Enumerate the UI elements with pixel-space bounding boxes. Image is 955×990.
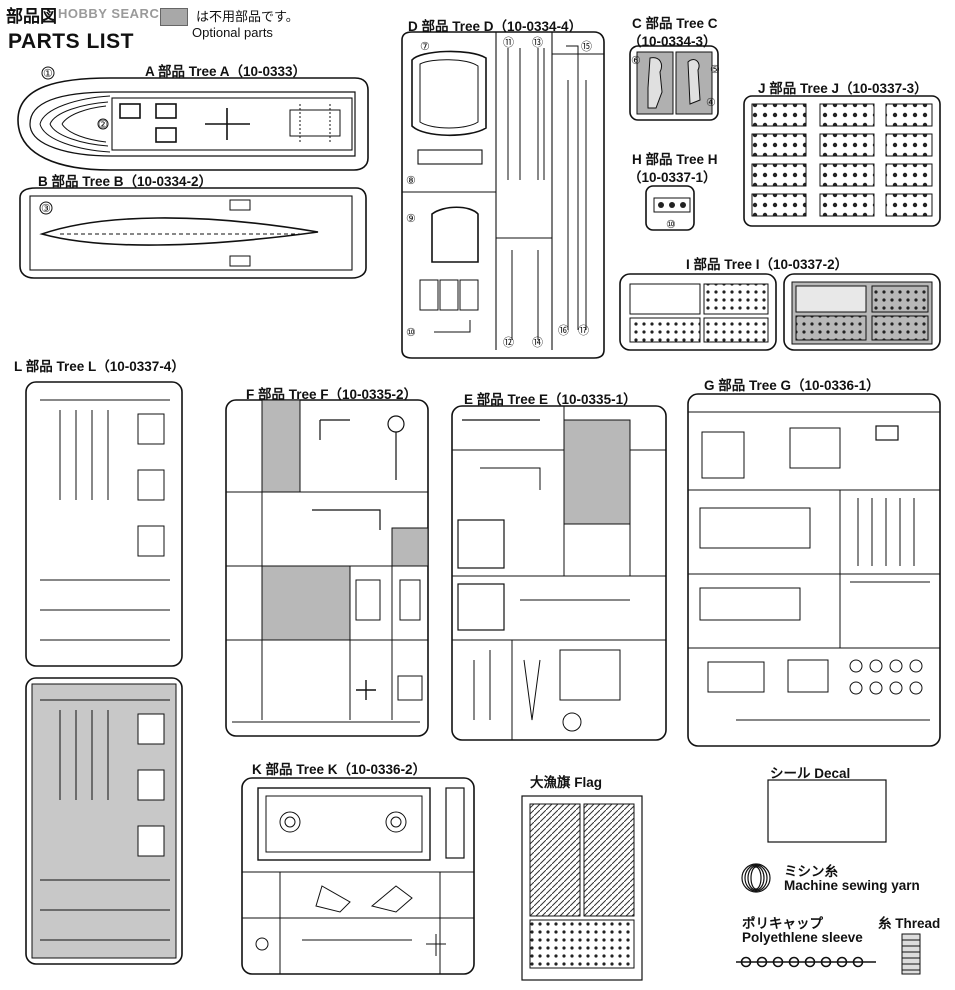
tree-k-label: K 部品 Tree K（10-0336-2） bbox=[252, 762, 427, 777]
part-num-b3: ③ bbox=[41, 203, 51, 215]
sleeve-label-en: Polyethlene sleeve bbox=[742, 930, 863, 945]
part-num-d9: ⑨ bbox=[406, 213, 416, 225]
part-num-d10: ⑩ bbox=[406, 327, 416, 339]
part-num-a1: ① bbox=[43, 68, 53, 80]
part-num-d15: ⑮ bbox=[581, 40, 592, 53]
tree-g bbox=[687, 393, 941, 747]
tree-j bbox=[743, 95, 941, 227]
flag-sheet bbox=[521, 795, 643, 981]
tree-b-label: B 部品 Tree B（10-0334-2） bbox=[38, 174, 213, 189]
tree-a-label: A 部品 Tree A（10-0333） bbox=[145, 64, 307, 79]
part-num-d12: ⑫ bbox=[503, 336, 514, 349]
tree-f-label: F 部品 Tree F（10-0335-2） bbox=[246, 387, 418, 402]
part-num-d11: ⑪ bbox=[503, 36, 514, 49]
tree-f bbox=[225, 399, 429, 737]
sleeve-runner bbox=[736, 956, 876, 968]
tree-j-label: J 部品 Tree J（10-0337-3） bbox=[758, 81, 928, 96]
tree-c-label: C 部品 Tree C bbox=[632, 16, 718, 31]
part-num-h10: ⑩ bbox=[666, 219, 676, 231]
tree-l-label: L 部品 Tree L（10-0337-4） bbox=[14, 359, 185, 374]
watermark: HOBBY SEARCH bbox=[58, 6, 170, 21]
yarn-label-en: Machine sewing yarn bbox=[784, 878, 920, 893]
part-num-d14: ⑭ bbox=[532, 336, 543, 349]
decal-sheet bbox=[767, 779, 887, 843]
sleeve-label-jp: ポリキャップ bbox=[742, 916, 823, 931]
thread-label: 糸 Thread bbox=[878, 916, 941, 931]
optional-parts-swatch bbox=[160, 8, 188, 26]
tree-a bbox=[17, 66, 369, 171]
page-title: PARTS LIST bbox=[8, 30, 134, 53]
part-num-d7: ⑦ bbox=[420, 41, 430, 53]
part-num-d16: ⑯ bbox=[558, 324, 569, 337]
tree-h bbox=[645, 185, 695, 231]
decal-label: シール Decal bbox=[770, 766, 851, 781]
tree-k bbox=[241, 777, 475, 975]
yarn-coil bbox=[741, 863, 771, 893]
tree-e bbox=[451, 405, 667, 741]
flag-label: 大漁旗 Flag bbox=[530, 775, 603, 790]
optional-note-en: Optional parts bbox=[192, 25, 273, 40]
tree-i-label: I 部品 Tree I（10-0337-2） bbox=[686, 257, 849, 272]
part-num-c6: ⑥ bbox=[631, 55, 641, 67]
tree-c bbox=[629, 45, 719, 121]
tree-l-bottom bbox=[25, 677, 183, 965]
part-num-d17: ⑰ bbox=[578, 324, 589, 337]
tree-i bbox=[619, 273, 941, 351]
page-title-jp: 部品図 bbox=[6, 7, 57, 26]
part-num-d13: ⑬ bbox=[532, 36, 543, 49]
yarn-label-jp: ミシン糸 bbox=[784, 864, 838, 879]
tree-e-label: E 部品 Tree E（10-0335-1） bbox=[464, 392, 637, 407]
optional-note-jp: は不用部品です。 bbox=[196, 9, 299, 24]
tree-d-label: D 部品 Tree D（10-0334-4） bbox=[408, 19, 583, 34]
part-num-d8: ⑧ bbox=[406, 175, 416, 187]
thread-bundle bbox=[901, 933, 921, 975]
tree-l-top bbox=[25, 381, 183, 667]
tree-h-label: H 部品 Tree H bbox=[632, 152, 718, 167]
tree-h-code: （10-0337-1） bbox=[628, 170, 717, 185]
part-num-c5: ⑤ bbox=[710, 64, 720, 76]
tree-b bbox=[19, 187, 367, 279]
tree-g-label: G 部品 Tree G（10-0336-1） bbox=[704, 378, 880, 393]
tree-d bbox=[401, 31, 605, 359]
part-num-a2: ② bbox=[98, 119, 108, 131]
part-num-c4: ④ bbox=[706, 97, 716, 109]
